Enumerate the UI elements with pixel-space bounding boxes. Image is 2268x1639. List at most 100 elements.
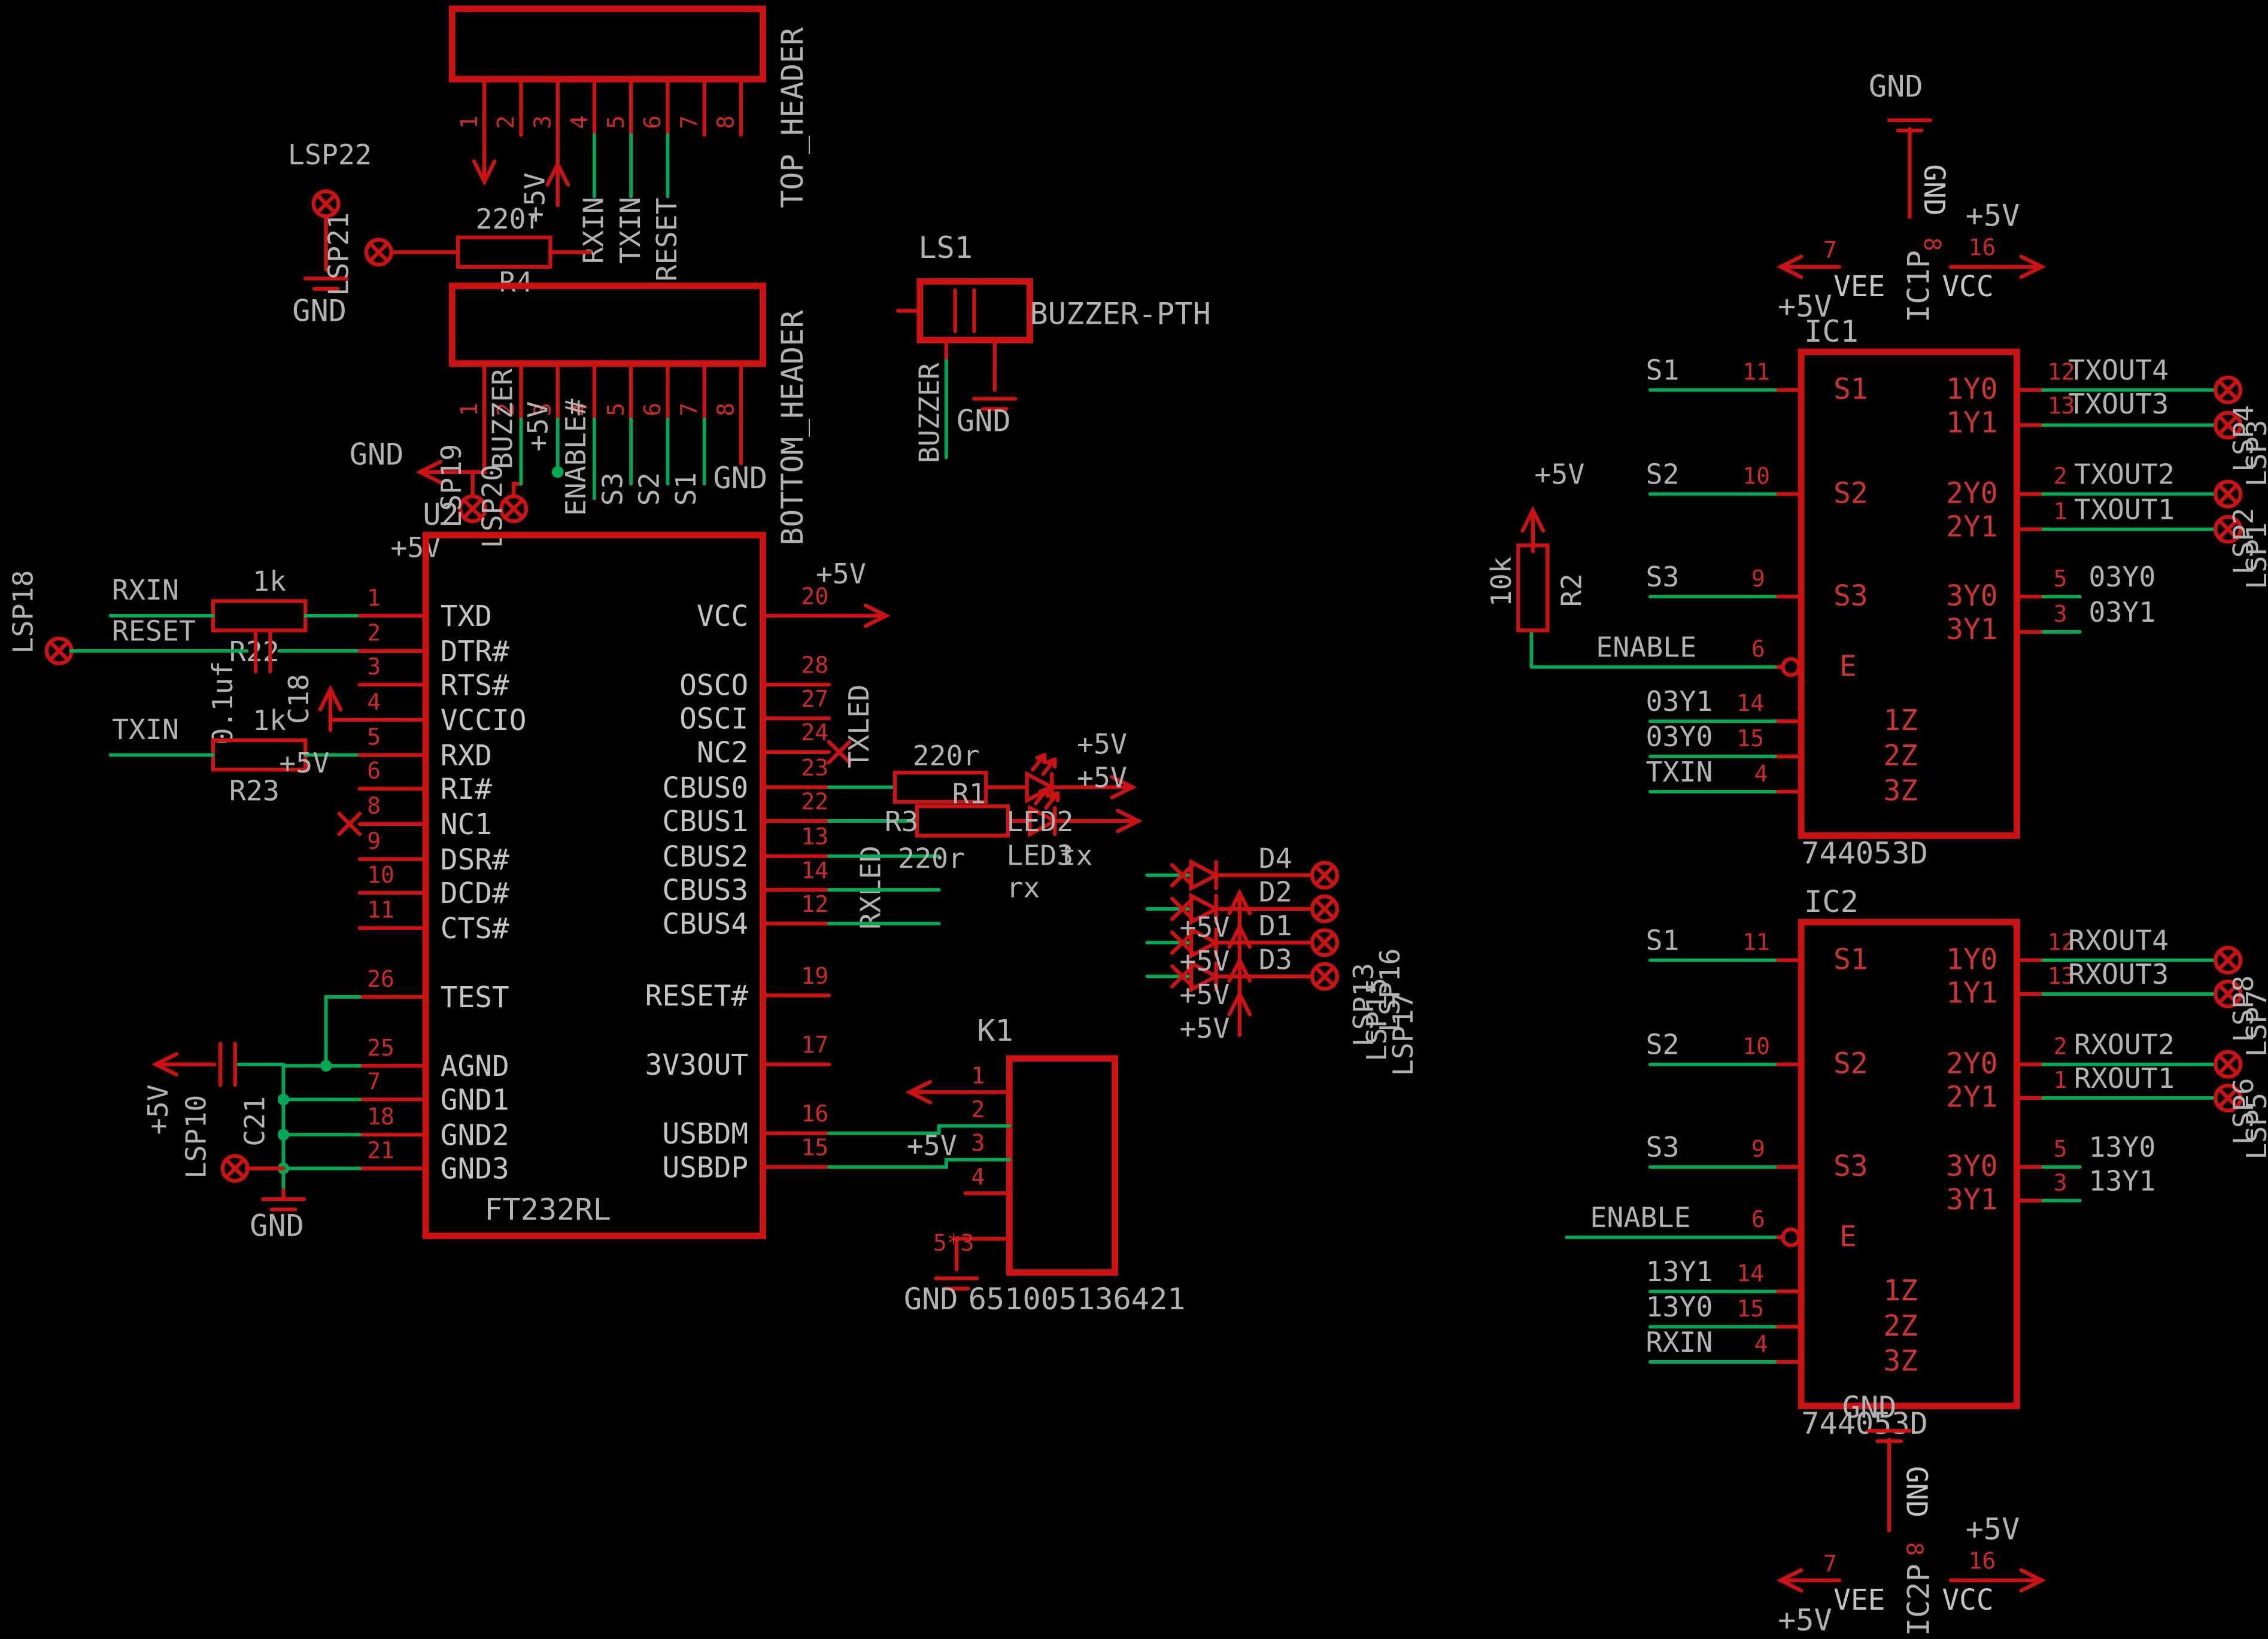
pin-name: S3 [1833,1150,1868,1183]
part-value: 220r [475,203,542,235]
r2-resistor[interactable] [1516,510,1550,633]
pin-name: DTR# [441,635,509,668]
net-label: 03Y1 [2088,596,2155,628]
pin-number: 1 [456,115,482,129]
net-label: S1 [1646,354,1680,387]
pin-name: 1Y0 [1946,373,1997,406]
power-label: +5V [1778,288,1832,324]
net-label: S2 [1646,1028,1680,1060]
pin-number: 13 [801,823,828,850]
part-value: BUZZER-PTH [1030,296,1211,331]
net-label: RXIN [1646,1326,1713,1358]
diode-d3[interactable] [1145,963,1337,1035]
diode-d2[interactable] [1145,896,1337,968]
pin-number: 11 [367,897,394,923]
diode-d1[interactable] [1145,929,1337,1001]
k1-usb-connector[interactable] [936,1055,1119,1289]
pad-label: LSP16 [1374,948,1406,1032]
pin-number: 14 [1736,1260,1764,1287]
lsp22-pad[interactable] [305,191,347,289]
top-header-connector[interactable] [448,5,767,137]
pin-number: 2 [2054,463,2067,489]
net-label: 03Y0 [1646,720,1713,753]
pin-number: 24 [801,719,828,746]
pin-name: 1Z [1883,1275,1918,1307]
net-label: RESET [112,615,196,647]
pin-number: 13 [2048,393,2075,419]
pad-label: LSP17 [1387,992,1419,1076]
ls1-buzzer[interactable] [895,278,1033,409]
part-ref: C21 [239,1096,271,1147]
ic2-744053-ic[interactable] [1772,919,2045,1409]
part-value: 1k [253,704,286,737]
pin-number: 8 [1902,1542,1928,1556]
power-arrow-icon [320,689,341,730]
r4-resistor[interactable] [456,235,592,269]
pin-name: NC1 [441,808,492,841]
pin-name: CBUS0 [662,772,748,805]
pin-name: RTS# [441,669,509,702]
pin-name: 3Z [1883,1345,1918,1378]
pad-label: LSP15 [1361,978,1393,1062]
r1-resistor[interactable] [915,804,1010,838]
u2-ft232rl-ic[interactable] [357,531,831,1239]
part-ref: D2 [1259,876,1292,908]
pin-number: 6 [1751,636,1765,662]
pin-name: AGND [441,1050,509,1083]
r3-resistor[interactable] [892,770,988,804]
led2-tx-led[interactable] [1027,755,1055,801]
power-label: +5V [1534,458,1584,490]
net-label: TXOUT2 [2074,458,2175,490]
pin-name: 3Y1 [1946,613,1997,646]
part-value: 0.1uf [207,661,239,744]
pin-name: USBDM [662,1118,748,1151]
diode-d4[interactable] [1145,862,1337,934]
pin-number: 1 [367,585,381,611]
net-label: S1 [670,472,702,506]
net-label: RXOUT1 [2074,1062,2175,1094]
power-label: +5V [1966,197,2020,233]
part-value: 220r [898,842,965,874]
pin-name: 3Y0 [1946,580,1997,613]
pad-label: LSP7 [2240,990,2268,1057]
power-label: +5V [907,1130,957,1162]
pad-label: LSP21 [322,212,354,296]
pin-number: 3 [2054,601,2067,627]
lsp21-pad[interactable] [366,240,460,265]
lsp18-pad[interactable] [47,638,72,664]
part-value: FT232RL [484,1191,611,1227]
net-label: RXOUT4 [2068,925,2169,957]
pin-number: 4 [566,403,593,416]
r22-resistor[interactable] [211,599,308,633]
pad-label: LSP1 [2240,522,2268,589]
ic1-744053-ic[interactable] [1772,348,2045,839]
pad-label: LSP3 [2240,419,2268,486]
part-ref: R4 [499,266,533,299]
pin-number: 2 [2054,1033,2067,1059]
power-label: +5V [522,402,554,452]
gnd-label: GND [957,403,1011,438]
c21-capacitor[interactable] [220,1044,235,1085]
net-label: ENABLE [1596,631,1696,664]
lsp10-pad[interactable] [223,1156,286,1181]
pin-name: 1Y0 [1946,943,1997,976]
ic2p-power-symbol[interactable] [1781,1431,2042,1591]
pin-number: 5*3 [933,1230,974,1256]
part-value: rx [1006,871,1040,904]
pin-number: 16 [1968,234,1996,260]
net-label: TXIN [1646,756,1713,788]
power-label: +5V [1179,945,1229,977]
led-nets [827,785,1085,926]
pad-label: LSP5 [2240,1093,2268,1160]
pin-number: 7 [1823,237,1837,263]
pin-number: 3 [529,403,555,416]
pin-name: VCC [1942,1584,1993,1617]
pin-name: VCCIO [441,704,527,737]
pin-name: RI# [441,773,493,806]
bottom-header-wires [470,417,743,500]
part-ref: LED2 [1006,805,1073,838]
bottom-header-connector[interactable] [448,282,767,421]
pad-label: LSP19 [435,444,467,528]
pin-name: 3Z [1883,775,1918,808]
ic1p-power-symbol[interactable] [1781,120,2042,277]
